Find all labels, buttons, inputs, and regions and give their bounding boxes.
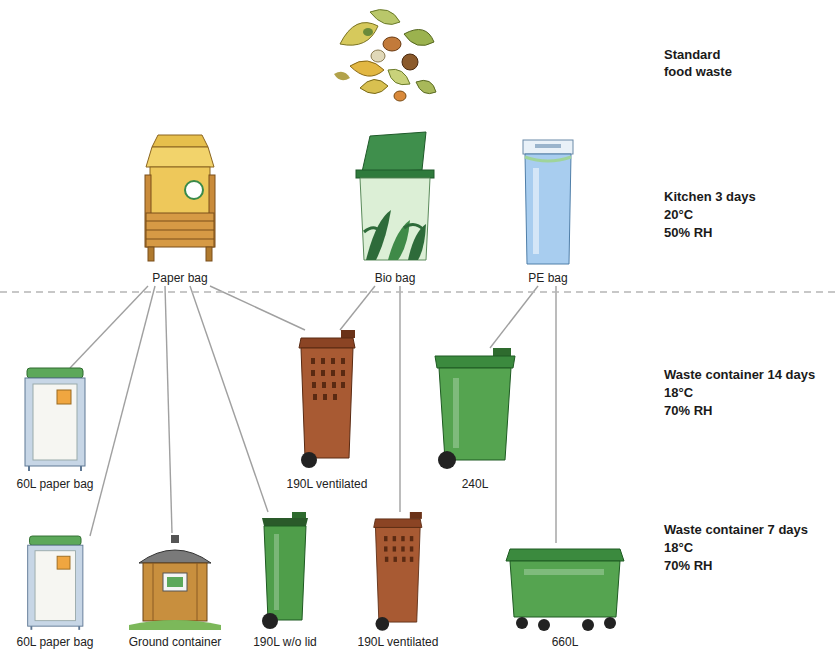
container-label: PE bag (528, 271, 567, 285)
large-container (506, 549, 624, 631)
container-label: Bio bag (375, 271, 416, 285)
container-node: 190L ventilated (355, 512, 442, 650)
paper-bag-stand (28, 536, 83, 630)
container-label: 60L paper bag (17, 635, 94, 649)
stage-label: 18°C (664, 384, 693, 401)
open-bin (262, 512, 308, 629)
container-node: 190L w/o lid (250, 512, 320, 650)
wheelie-bin (435, 348, 515, 469)
ventilated-bin (374, 512, 422, 631)
container-label: 190L ventilated (287, 477, 368, 491)
stage-label: 20°C (664, 206, 693, 223)
paper-bag-stand (25, 368, 85, 471)
paper-bag-holder (145, 135, 215, 261)
flow-line (190, 286, 268, 512)
ground-container (129, 535, 221, 630)
container-node: 60L paper bag (14, 368, 97, 492)
stage-label: 70% RH (664, 402, 712, 419)
stage-label: 70% RH (664, 557, 712, 574)
stage-label: Waste container 7 days (664, 521, 808, 538)
container-node: 190L ventilated (284, 330, 371, 492)
flow-line (555, 286, 556, 543)
pe-bag-bin (523, 140, 573, 264)
flow-line (399, 286, 400, 512)
container-node: Ground container (126, 533, 225, 650)
flow-line (340, 286, 375, 330)
container-node: 240L (433, 348, 517, 492)
stage-label: 50% RH (664, 224, 712, 241)
container-label: 240L (462, 477, 489, 491)
container-label: 190L ventilated (358, 635, 439, 649)
container-node: Paper bag (144, 135, 216, 286)
container-node: 60L paper bag (14, 536, 97, 650)
container-node: PE bag (521, 138, 575, 286)
stage-label: 18°C (664, 539, 693, 556)
stage-divider (0, 291, 839, 293)
container-label: Ground container (129, 635, 222, 649)
ventilated-bin (299, 330, 355, 468)
stage-label: Waste container 14 days (664, 366, 815, 383)
flow-line (490, 286, 538, 348)
flow-line (165, 286, 172, 533)
container-label: 660L (552, 635, 579, 649)
bio-bag-bin (356, 132, 434, 260)
food-waste-illustration (334, 10, 436, 101)
container-label: 60L paper bag (17, 477, 94, 491)
stage-label: Standard food waste (664, 46, 744, 80)
container-label: 190L w/o lid (253, 635, 317, 649)
container-node: Bio bag (354, 132, 436, 286)
stage-label: Kitchen 3 days (664, 188, 756, 205)
container-label: Paper bag (152, 271, 207, 285)
container-node: 660L (504, 543, 626, 650)
flow-line (90, 286, 155, 536)
